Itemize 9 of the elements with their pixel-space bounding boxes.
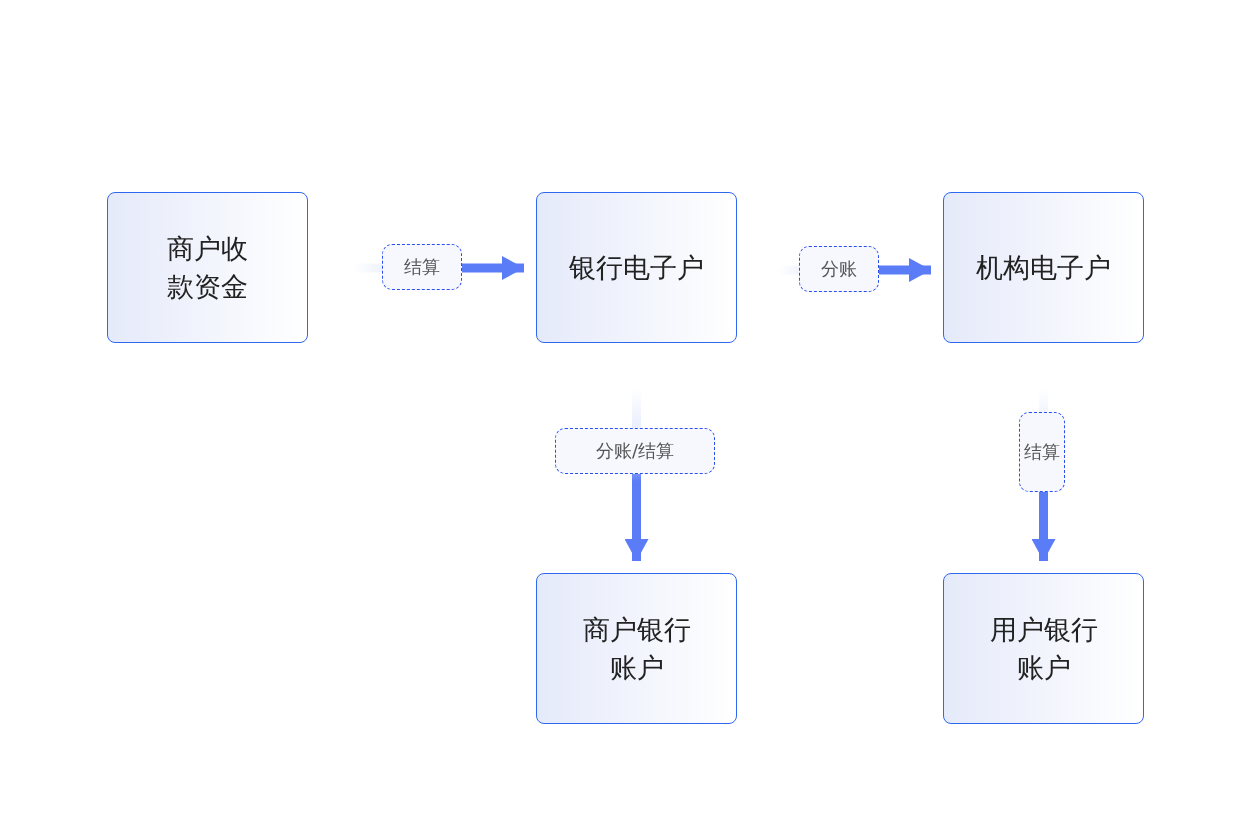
- account-box: 银行电子户: [536, 192, 737, 343]
- account-box: 商户银行账户: [536, 573, 737, 724]
- account-box: 商户收款资金: [107, 192, 308, 343]
- edge-label: 分账: [799, 246, 879, 292]
- edge-label: 结算: [382, 244, 462, 290]
- edge-label: 分账/结算: [555, 428, 715, 474]
- edge-label: 结算: [1019, 412, 1065, 492]
- account-box: 机构电子户: [943, 192, 1144, 343]
- account-box: 用户银行账户: [943, 573, 1144, 724]
